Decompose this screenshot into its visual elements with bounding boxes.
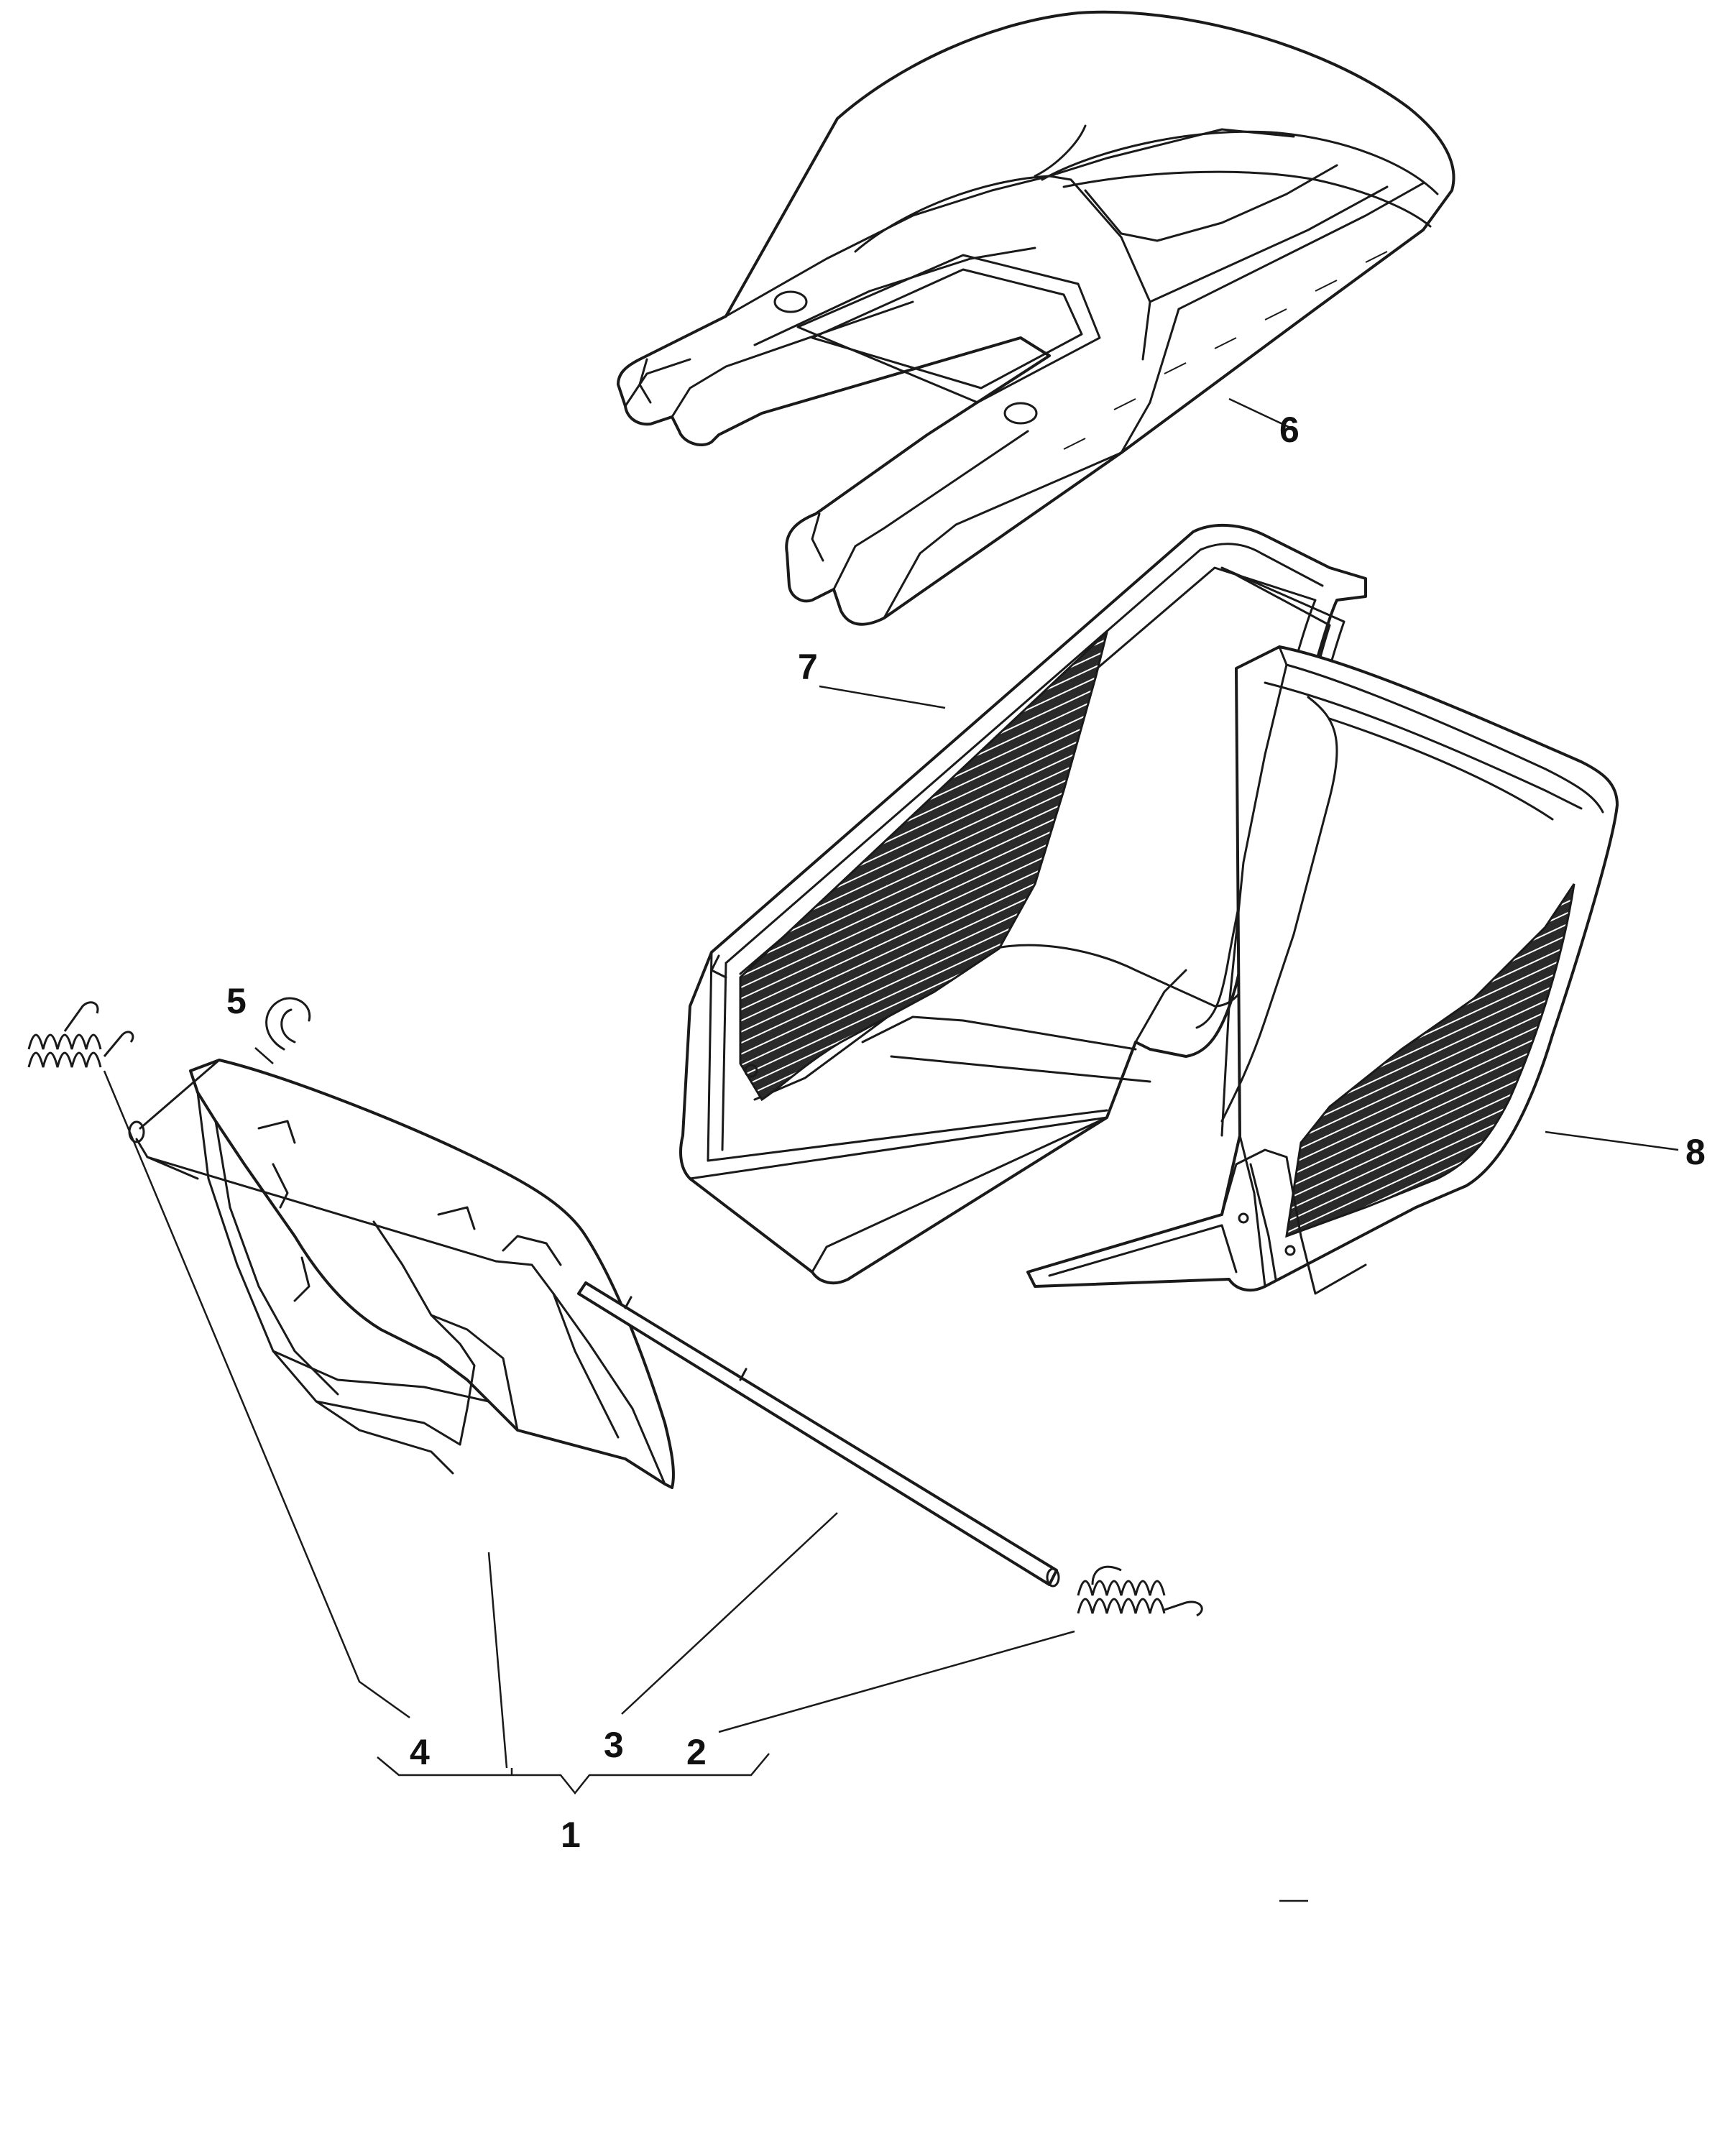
callout-labels: 1 2 3 4 5 6 7 8: [226, 410, 1706, 1855]
leader-lines: [103, 397, 1679, 1902]
callout-4: 4: [410, 1732, 430, 1772]
part-5-circlip: [265, 997, 311, 1051]
part-spring-left: [27, 1001, 134, 1068]
callout-6: 6: [1279, 410, 1300, 450]
part-7-bag-frame: [679, 524, 1367, 1285]
callout-7: 7: [798, 647, 818, 687]
callout-8: 8: [1685, 1132, 1706, 1172]
part-2-spring-right: [1077, 1565, 1203, 1617]
part-3-rod: [577, 1281, 1060, 1588]
callout-5: 5: [226, 981, 247, 1021]
callout-3: 3: [604, 1725, 624, 1765]
part-6-upper-cover: [617, 10, 1455, 626]
part-8-bag-side: [1026, 645, 1619, 1295]
part-4-rear-flap: [128, 1059, 675, 1489]
callout-1: 1: [561, 1815, 581, 1855]
callout-2: 2: [686, 1732, 707, 1772]
